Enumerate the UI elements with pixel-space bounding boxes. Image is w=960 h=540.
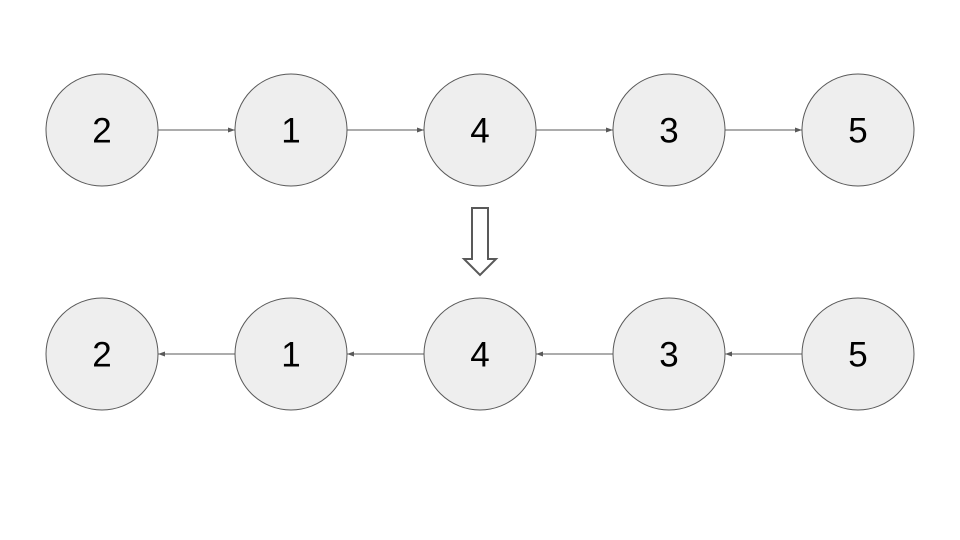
reversed-list-node-4: 5 xyxy=(801,297,915,411)
reversed-list-row: 2 1 4 3 5 xyxy=(45,297,915,411)
node-circle xyxy=(45,73,159,187)
node-circle xyxy=(612,73,726,187)
node-circle xyxy=(234,73,348,187)
node-label: 4 xyxy=(470,112,489,151)
original-list-row: 2 1 4 3 5 xyxy=(45,73,915,187)
node-circle xyxy=(45,297,159,411)
node-circle xyxy=(423,297,537,411)
node-label: 5 xyxy=(848,112,867,151)
original-list-node-4: 5 xyxy=(801,73,915,187)
node-circle xyxy=(801,73,915,187)
node-label: 3 xyxy=(659,112,678,151)
original-list-node-2: 4 xyxy=(423,73,537,187)
reversed-list-node-2: 4 xyxy=(423,297,537,411)
node-label: 1 xyxy=(281,336,300,375)
reversed-list-node-0: 2 xyxy=(45,297,159,411)
reversed-list-node-3: 3 xyxy=(612,297,726,411)
original-list-node-3: 3 xyxy=(612,73,726,187)
down-arrow-icon xyxy=(461,207,499,277)
node-circle xyxy=(423,73,537,187)
node-circle xyxy=(612,297,726,411)
node-label: 4 xyxy=(470,336,489,375)
node-label: 3 xyxy=(659,336,678,375)
node-circle xyxy=(801,297,915,411)
node-label: 2 xyxy=(92,336,111,375)
node-label: 1 xyxy=(281,112,300,151)
reversed-list-node-1: 1 xyxy=(234,297,348,411)
node-label: 2 xyxy=(92,112,111,151)
node-label: 5 xyxy=(848,336,867,375)
node-circle xyxy=(234,297,348,411)
original-list-node-1: 1 xyxy=(234,73,348,187)
original-list-node-0: 2 xyxy=(45,73,159,187)
